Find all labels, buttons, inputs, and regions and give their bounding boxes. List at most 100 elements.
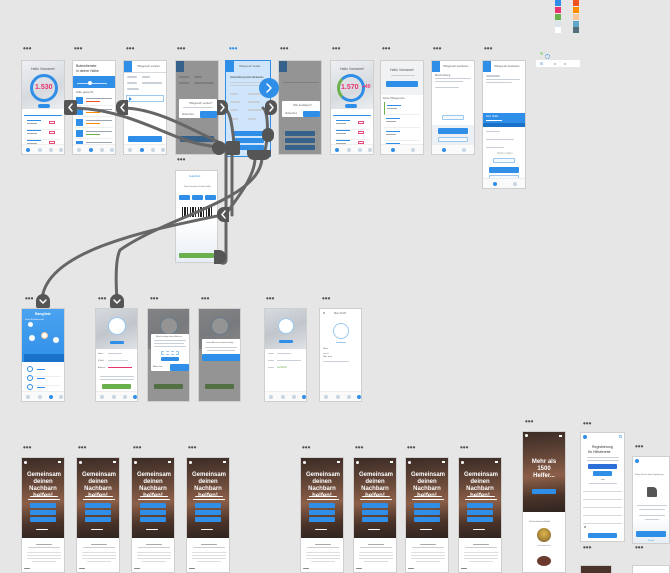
list-item[interactable] <box>384 115 420 128</box>
artboard-dashboard-a[interactable]: Hallo Vorname! 1.530 <box>21 60 65 155</box>
list-item[interactable] <box>75 128 113 139</box>
report-helper-link[interactable]: Helfer melden <box>497 152 513 155</box>
confirm-button[interactable] <box>200 111 217 118</box>
artboard-menu[interactable]: ••• <box>322 294 331 303</box>
artboard-voucher[interactable]: Gutschein Dein Gutschein für deine Hilfe <box>175 170 218 263</box>
list-item[interactable] <box>334 117 370 130</box>
list-item[interactable] <box>25 373 61 386</box>
link-handle-left[interactable] <box>217 207 229 222</box>
swatch-orange-red[interactable] <box>573 0 579 6</box>
artboard-menu[interactable]: ••• <box>280 44 289 53</box>
artboard-menu[interactable]: ••• <box>229 44 238 53</box>
gear-icon[interactable] <box>545 54 550 59</box>
artboard-help-list[interactable]: Botendienste in deiner Nähe Hilfe gesuch… <box>72 60 116 155</box>
voucher-option-2[interactable] <box>192 195 203 200</box>
cta-button[interactable] <box>309 503 335 508</box>
cta-button[interactable] <box>362 503 388 508</box>
artboard-request-overview[interactable]: Hallo Vorname! Deine Hilfegesuche <box>380 60 424 155</box>
artboard-menu[interactable]: ••• <box>78 443 87 452</box>
cta-button[interactable] <box>414 517 440 522</box>
menu-icon[interactable] <box>337 461 340 463</box>
cta-button[interactable] <box>309 517 335 522</box>
artboard-dashboard-b[interactable]: Hallo Vorname! 1.570 +40 <box>330 60 374 155</box>
tab-dot[interactable] <box>564 63 566 65</box>
swatch-slate[interactable] <box>573 27 579 33</box>
register-submit-button[interactable] <box>588 533 617 538</box>
audio-recorder[interactable] <box>126 95 164 102</box>
cta-button[interactable] <box>195 517 221 522</box>
swatch-blue[interactable] <box>555 0 561 6</box>
artboard-landing-page[interactable]: Gemeinsam deinen Nachbarn helfen! <box>76 457 120 573</box>
cta-button[interactable] <box>414 503 440 508</box>
menu-icon[interactable] <box>223 461 226 463</box>
artboard-request-assigned[interactable]: Hilfegesuch bearbeiten Dein Helfer Helfe… <box>482 60 526 189</box>
cta-button[interactable] <box>195 510 221 515</box>
artboard-menu[interactable]: ••• <box>525 417 534 426</box>
link-handle-right[interactable] <box>217 100 228 115</box>
artboard-menu[interactable]: ••• <box>583 543 592 552</box>
cta-button[interactable] <box>467 517 493 522</box>
cancel-button[interactable]: Abbrechen <box>285 112 298 115</box>
back-button[interactable] <box>124 61 132 72</box>
artboard-menu[interactable]: ••• <box>332 44 341 53</box>
artboard-menu[interactable]: ••• <box>98 294 107 303</box>
artboard-registration-success[interactable]: Vielen Dank für deine Registrierung Zurü… <box>632 456 670 544</box>
tab-dot[interactable] <box>554 63 556 65</box>
rate-helper-button[interactable] <box>493 158 515 163</box>
confirm-button[interactable] <box>170 364 189 371</box>
swatch-green[interactable] <box>555 14 561 20</box>
list-item[interactable] <box>25 364 61 377</box>
artboard-request-edit[interactable]: Hilfegesuch bearbeiten Beschreibung <box>431 60 475 155</box>
complete-request-button[interactable] <box>489 167 519 173</box>
artboard-menu[interactable]: ••• <box>635 442 644 451</box>
list-item[interactable] <box>75 95 113 106</box>
help-icon[interactable] <box>619 435 622 438</box>
list-item[interactable] <box>384 102 420 115</box>
artboard-landing-page[interactable]: Gemeinsam deinen Nachbarn helfen! <box>131 457 175 573</box>
back-link[interactable]: Zurück <box>648 540 655 542</box>
artboard-profile-edit[interactable]: Name E-Mail Adresse <box>95 308 138 402</box>
cta-button[interactable] <box>140 510 166 515</box>
terms-checkbox[interactable] <box>584 526 586 528</box>
cta-button[interactable] <box>195 503 221 508</box>
artboard-menu[interactable]: ••• <box>150 294 159 303</box>
artboard-menu[interactable]: ••• <box>23 443 32 452</box>
change-photo-button[interactable] <box>110 341 124 344</box>
decline-button[interactable] <box>232 145 264 150</box>
list-item[interactable] <box>25 117 61 130</box>
link-handle[interactable] <box>247 150 271 160</box>
list-item[interactable] <box>75 117 113 128</box>
link-handle[interactable] <box>212 141 226 155</box>
accept-help-button[interactable] <box>232 131 264 136</box>
menu-icon[interactable] <box>442 461 445 463</box>
cta-button[interactable] <box>309 510 335 515</box>
artboard-menu[interactable]: ••• <box>74 44 83 53</box>
artboard-peek[interactable] <box>580 565 612 573</box>
cancel-button[interactable]: Abbrechen <box>182 113 195 116</box>
cta-button[interactable] <box>85 517 111 522</box>
close-icon[interactable] <box>323 312 325 314</box>
cta-button[interactable] <box>140 517 166 522</box>
cta-button[interactable] <box>30 510 56 515</box>
facebook-login-button[interactable] <box>588 464 617 469</box>
verify-address-button[interactable] <box>161 357 179 361</box>
link-handle[interactable] <box>214 250 226 264</box>
menu-icon[interactable] <box>390 461 393 463</box>
cancel-button[interactable] <box>438 137 468 142</box>
avatar[interactable] <box>278 318 294 334</box>
artboard-success-dialog[interactable]: Deine Adresse wurde bestätigt <box>198 308 241 402</box>
message-button[interactable] <box>232 138 264 143</box>
artboard-peek[interactable] <box>632 565 670 573</box>
link-handle-down[interactable] <box>36 294 50 308</box>
swatch-teal[interactable] <box>573 21 579 27</box>
segmented-tabs[interactable] <box>333 112 371 116</box>
artboard-confirm-dialog-b[interactable]: Hilfe bestätigen? Abbrechen <box>278 60 322 155</box>
segmented-tabs[interactable] <box>24 112 62 116</box>
cta-button[interactable] <box>414 510 440 515</box>
artboard-menu[interactable]: ••• <box>201 294 210 303</box>
link-handle[interactable] <box>226 141 240 155</box>
artboard-menu[interactable]: ••• <box>355 443 364 452</box>
cta-button[interactable] <box>30 503 56 508</box>
cta-button[interactable] <box>362 510 388 515</box>
